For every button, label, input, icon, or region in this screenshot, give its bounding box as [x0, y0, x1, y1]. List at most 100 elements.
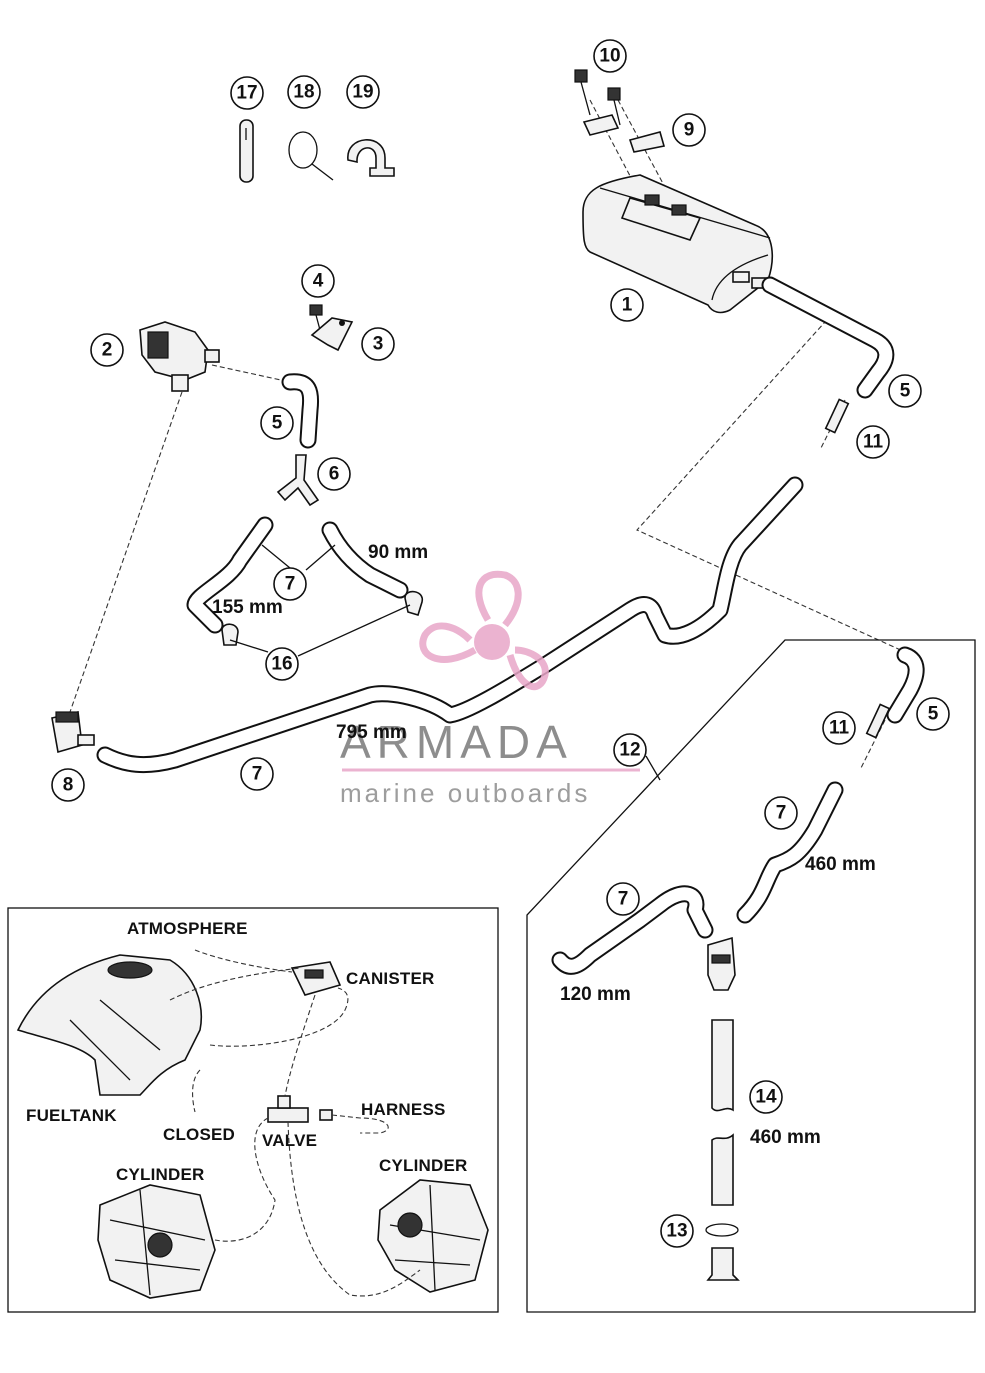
label-harness: HARNESS — [361, 1100, 446, 1119]
dimension-120mm: 120 mm — [560, 984, 631, 1005]
svg-text:7: 7 — [252, 764, 263, 785]
dimension-labels: 90 mm 155 mm 795 mm 460 mm 120 mm 460 mm — [212, 542, 876, 1148]
purge-valve-part-2 — [139, 321, 220, 392]
callout-4: 4 — [301, 264, 335, 298]
svg-text:5: 5 — [272, 413, 283, 434]
svg-text:16: 16 — [271, 654, 292, 675]
svg-text:6: 6 — [329, 464, 340, 485]
clamp-part-16a — [221, 623, 239, 646]
watermark-brand: ARMADA — [340, 716, 573, 768]
schematic-labels: ATMOSPHERE CANISTER FUELTANK CLOSED VALV… — [26, 919, 468, 1184]
svg-text:11: 11 — [829, 718, 850, 739]
callout-5a: 5 — [260, 406, 294, 440]
callout-16: 16 — [265, 647, 299, 681]
label-cylinder-left: CYLINDER — [116, 1165, 205, 1184]
watermark-tagline: marine outboards — [340, 778, 590, 808]
callout-9: 9 — [672, 113, 706, 147]
label-canister: CANISTER — [346, 969, 435, 988]
callout-7c: 7 — [764, 796, 798, 830]
valve-mini — [267, 1095, 333, 1123]
canister-mini — [290, 961, 342, 996]
small-fittings — [221, 398, 891, 1281]
fitting-part-13b — [706, 1247, 740, 1281]
svg-text:17: 17 — [236, 83, 257, 104]
detail-box-frame — [526, 639, 976, 1313]
leader-lines — [69, 99, 906, 771]
callout-7a: 7 — [273, 567, 307, 601]
cable-tie-part-18 — [288, 131, 334, 181]
svg-text:19: 19 — [352, 82, 373, 103]
callout-5c: 5 — [916, 697, 950, 731]
clamp-part-13 — [705, 1223, 739, 1237]
dimension-795mm: 795 mm — [336, 722, 407, 743]
dimension-90mm: 90 mm — [368, 542, 428, 563]
connector-part-8 — [51, 711, 95, 754]
clip-part-17 — [239, 119, 254, 183]
clamp-part-19 — [347, 139, 395, 177]
hose-part-14 — [711, 1019, 734, 1206]
callout-leaders — [229, 544, 661, 781]
svg-text:10: 10 — [599, 46, 620, 67]
bracket-part-3 — [310, 317, 354, 352]
callout-7d: 7 — [606, 882, 640, 916]
fasteners-group — [239, 119, 395, 183]
callout-12: 12 — [613, 733, 647, 767]
bolt-part-10 — [574, 69, 621, 126]
schematic-inset — [7, 907, 499, 1313]
screw-part-4 — [309, 304, 323, 331]
svg-text:9: 9 — [684, 120, 695, 141]
connector-part-11a — [824, 398, 850, 434]
svg-text:2: 2 — [102, 340, 113, 361]
svg-text:8: 8 — [63, 775, 74, 796]
watermark: ARMADA marine outboards — [340, 570, 640, 808]
svg-text:11: 11 — [863, 432, 884, 453]
canister-part-1 — [582, 174, 773, 314]
label-closed: CLOSED — [163, 1125, 235, 1144]
label-fueltank: FUELTANK — [26, 1106, 117, 1125]
callout-17: 17 — [230, 76, 264, 110]
cylinder-left-drawing — [97, 1184, 216, 1299]
callout-6: 6 — [317, 457, 351, 491]
svg-text:14: 14 — [755, 1087, 777, 1108]
propeller-logo — [419, 570, 549, 690]
svg-text:12: 12 — [619, 740, 640, 761]
callout-2: 2 — [90, 333, 124, 367]
callouts: 1 2 3 4 5 5 5 6 7 7 7 7 8 9 10 11 11 12 … — [51, 39, 950, 1248]
connector-part-11b — [865, 703, 891, 739]
canister-assembly — [574, 69, 773, 314]
svg-text:5: 5 — [900, 381, 911, 402]
tee-fitting-part-6 — [276, 454, 320, 507]
dimension-155mm: 155 mm — [212, 597, 283, 618]
clamp-part-16b — [404, 590, 423, 616]
callout-5b: 5 — [888, 374, 922, 408]
callout-10: 10 — [593, 39, 627, 73]
callout-13: 13 — [660, 1214, 694, 1248]
callout-1: 1 — [610, 288, 644, 322]
svg-text:13: 13 — [666, 1221, 687, 1242]
callout-8: 8 — [51, 768, 85, 802]
callout-3: 3 — [361, 327, 395, 361]
svg-text:3: 3 — [373, 334, 384, 355]
dimension-460mm-tube: 460 mm — [750, 1127, 821, 1148]
svg-text:7: 7 — [618, 889, 629, 910]
svg-text:18: 18 — [293, 82, 314, 103]
svg-text:7: 7 — [776, 803, 787, 824]
mount-bracket-group — [309, 304, 354, 352]
valve-part-12 — [707, 936, 736, 991]
dimension-460mm-hose: 460 mm — [805, 854, 876, 875]
bracket-part-9 — [582, 114, 666, 153]
callout-7b: 7 — [240, 757, 274, 791]
callout-18: 18 — [287, 75, 321, 109]
svg-text:4: 4 — [313, 271, 324, 292]
fueltank-drawing — [16, 954, 202, 1096]
label-valve: VALVE — [262, 1131, 317, 1150]
callout-11b: 11 — [822, 711, 856, 745]
svg-text:7: 7 — [285, 574, 296, 595]
svg-text:5: 5 — [928, 704, 939, 725]
cylinder-right-drawing — [377, 1179, 489, 1293]
callout-14: 14 — [749, 1080, 783, 1114]
label-cylinder-right: CYLINDER — [379, 1156, 468, 1175]
callout-11a: 11 — [856, 425, 890, 459]
label-atmosphere: ATMOSPHERE — [127, 919, 248, 938]
